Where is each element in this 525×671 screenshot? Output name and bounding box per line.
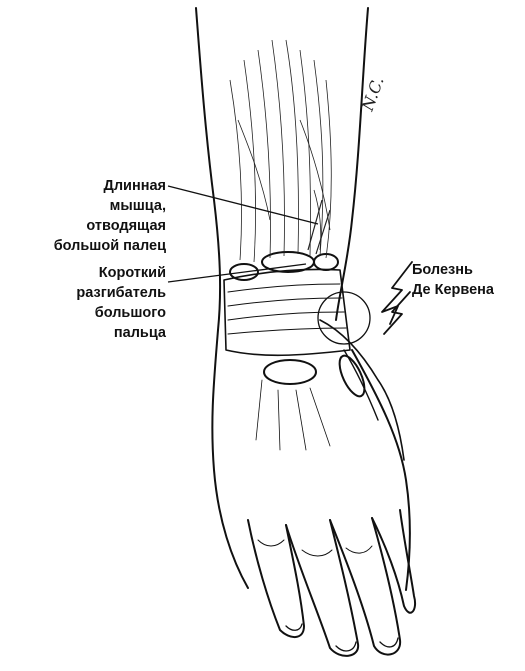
finger-4 <box>372 510 415 613</box>
finger-3 <box>330 518 400 655</box>
finger-2 <box>286 520 358 656</box>
finger-1 <box>248 520 304 637</box>
forearm-outline-left <box>196 8 220 330</box>
extensor-label: Короткий разгибатель большого пальца <box>42 263 166 343</box>
abductor-label-line-1: Длинная <box>42 176 166 196</box>
disease-label-line-2: Де Кервена <box>412 280 524 300</box>
pain-bolt-icon <box>382 262 412 324</box>
abductor-label-line-4: большой палец <box>42 236 166 256</box>
abductor-label-line-3: отводящая <box>42 216 166 236</box>
extensor-label-line-3: большого <box>42 303 166 323</box>
disease-label: Болезнь Де Кервена <box>412 260 524 300</box>
abductor-label: Длинная мышца, отводящая большой палец <box>42 176 166 256</box>
extensor-label-line-4: пальца <box>42 323 166 343</box>
abductor-label-line-2: мышца, <box>42 196 166 216</box>
hand-outline-left <box>212 330 248 588</box>
extensor-label-line-1: Короткий <box>42 263 166 283</box>
extensor-label-line-2: разгибатель <box>42 283 166 303</box>
tendon-bump-4 <box>264 360 316 384</box>
disease-label-line-1: Болезнь <box>412 260 524 280</box>
abductor-leader-line <box>168 186 318 224</box>
